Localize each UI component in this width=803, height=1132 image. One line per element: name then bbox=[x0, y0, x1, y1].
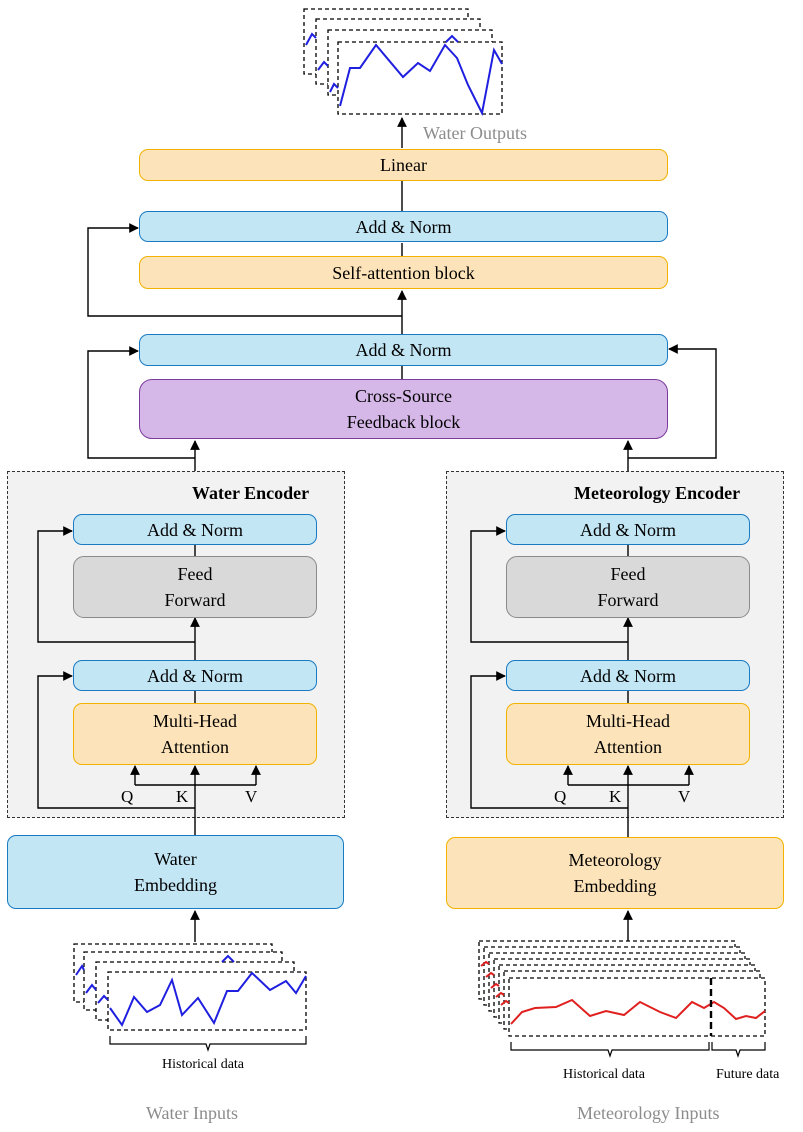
water-feed-forward-block: Feed Forward bbox=[73, 556, 317, 618]
water-inputs-caption: Water Inputs bbox=[146, 1103, 239, 1123]
meteorology-feed-forward-block: Feed Forward bbox=[506, 556, 750, 618]
add-norm-mid-label: Add & Norm bbox=[355, 340, 452, 360]
water-feed-label-line2: Forward bbox=[164, 590, 226, 610]
water-input-series-line bbox=[109, 971, 307, 1028]
meteorology-add-norm-lower: Add & Norm bbox=[506, 660, 750, 691]
water-add-norm-lower-label: Add & Norm bbox=[147, 665, 243, 686]
linear-label: Linear bbox=[380, 155, 427, 175]
meteorology-embedding-label-line2: Embedding bbox=[573, 876, 657, 896]
linear-block: Linear bbox=[139, 149, 668, 181]
cross-source-label-line2: Feedback block bbox=[346, 412, 461, 432]
water-mha-label-line1: Multi-Head bbox=[153, 711, 237, 731]
add-norm-top-label: Add & Norm bbox=[355, 216, 452, 237]
water-mha-label-line2: Attention bbox=[161, 737, 229, 757]
meteorology-add-norm-upper-label: Add & Norm bbox=[580, 519, 676, 540]
water-k-label: K bbox=[176, 787, 189, 806]
water-embedding-label-line1: Water bbox=[154, 849, 197, 869]
water-embedding-label-line2: Embedding bbox=[134, 875, 217, 895]
water-v-label: V bbox=[245, 787, 258, 806]
water-add-norm-upper: Add & Norm bbox=[73, 514, 317, 545]
water-embedding-block: Water Embedding bbox=[7, 835, 344, 909]
meteorology-add-norm-upper: Add & Norm bbox=[506, 514, 750, 545]
add-norm-top-block: Add & Norm bbox=[139, 211, 668, 242]
meteorology-encoder-title: Meteorology Encoder bbox=[574, 483, 741, 503]
water-add-norm-lower: Add & Norm bbox=[73, 660, 317, 691]
meteorology-inputs-caption: Meteorology Inputs bbox=[577, 1103, 720, 1123]
meteorology-historical-data-label: Historical data bbox=[563, 1067, 646, 1082]
add-norm-mid-block: Add & Norm bbox=[139, 334, 668, 366]
meteorology-add-norm-lower-label: Add & Norm bbox=[580, 665, 676, 686]
meteorology-future-data-label: Future data bbox=[716, 1067, 780, 1082]
meteorology-feed-label-line1: Feed bbox=[610, 564, 646, 584]
meteorology-embedding-block: Meteorology Embedding bbox=[446, 837, 784, 909]
cross-source-label-line1: Cross-Source bbox=[355, 386, 452, 406]
meteorology-embedding-label-line1: Meteorology bbox=[568, 850, 662, 870]
water-historical-data-label: Historical data bbox=[162, 1057, 245, 1072]
meteorology-mha-label-line2: Attention bbox=[594, 737, 662, 757]
water-q-label: Q bbox=[121, 787, 134, 806]
meteorology-mha-label-line1: Multi-Head bbox=[586, 711, 670, 731]
meteorology-historical-brace bbox=[510, 1042, 710, 1058]
water-feed-label-line1: Feed bbox=[177, 564, 213, 584]
meteorology-feed-label-line2: Forward bbox=[597, 590, 659, 610]
meteorology-k-label: K bbox=[609, 787, 622, 806]
self-attention-label: Self-attention block bbox=[332, 262, 475, 283]
water-multi-head-attention-block: Multi-Head Attention bbox=[73, 703, 317, 765]
water-output-series-stack bbox=[303, 8, 503, 117]
meteorology-v-label: V bbox=[678, 787, 691, 806]
water-output-series-line bbox=[339, 43, 503, 117]
self-attention-block: Self-attention block bbox=[139, 256, 668, 289]
water-input-series-stack bbox=[73, 943, 307, 1031]
meteorology-q-label: Q bbox=[554, 787, 567, 806]
water-encoder-title: Water Encoder bbox=[192, 483, 310, 503]
meteorology-future-brace bbox=[711, 1042, 766, 1058]
meteorology-input-series-stack bbox=[478, 940, 766, 1037]
cross-source-feedback-block: Cross-Source Feedback block bbox=[139, 379, 668, 439]
water-outputs-caption: Water Outputs bbox=[423, 123, 528, 143]
water-add-norm-upper-label: Add & Norm bbox=[147, 519, 243, 540]
meteorology-multi-head-attention-block: Multi-Head Attention bbox=[506, 703, 750, 765]
meteorology-input-series-line bbox=[510, 998, 766, 1025]
water-historical-brace bbox=[109, 1036, 307, 1052]
